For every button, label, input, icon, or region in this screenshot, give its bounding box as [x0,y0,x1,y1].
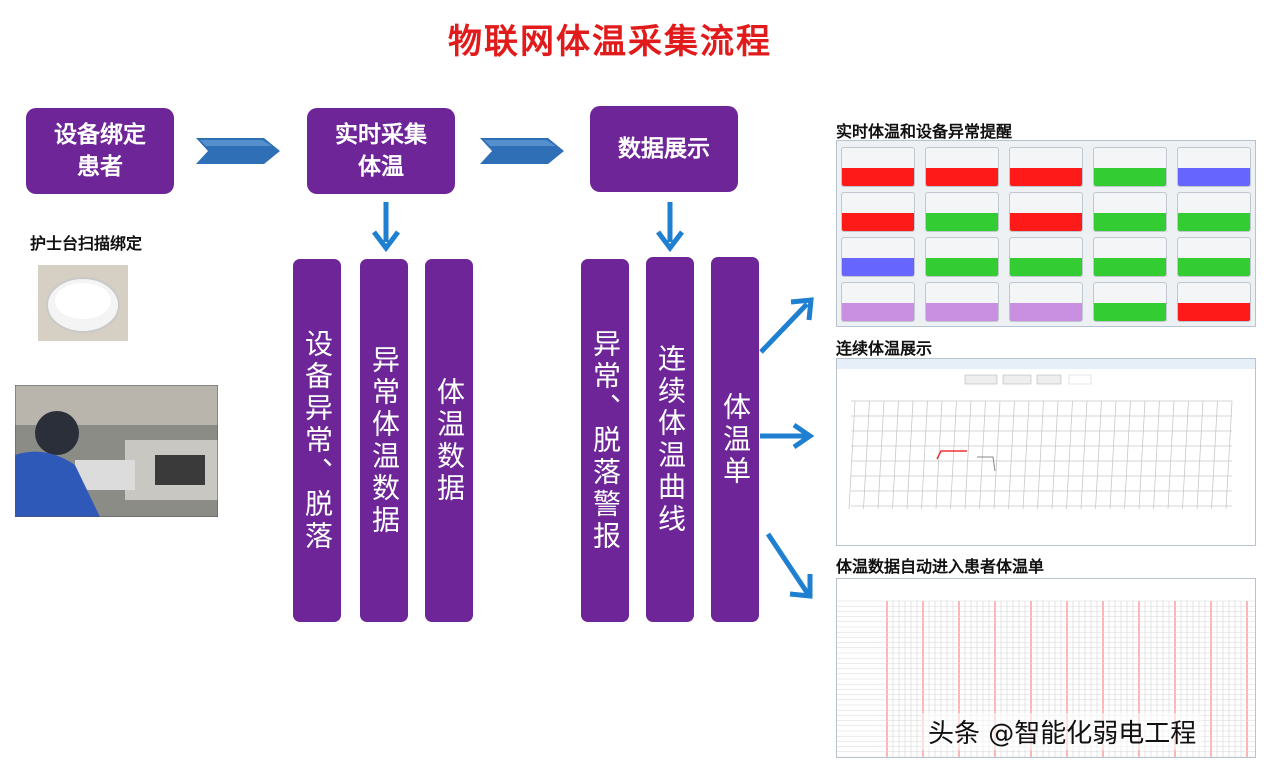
device-abnormal-column: 设备异常、脱落 [293,259,341,622]
temperature-grid-graphic [837,359,1255,510]
tile-status-bar [1178,303,1250,321]
patient-tile [841,282,915,322]
chevron-arrow-icon [196,138,280,164]
patient-tile [1177,192,1251,232]
tile-status-bar [926,258,998,276]
tile-status-bar [842,303,914,321]
down-arrow-icon [372,202,400,253]
nurse-scanning-image [15,385,218,517]
bind-patient-box: 设备绑定患者 [26,108,174,194]
patient-tile [1093,282,1167,322]
screen3-caption: 体温数据自动进入患者体温单 [836,557,1045,576]
patient-tile [1177,282,1251,322]
chevron-arrow-icon [480,138,564,164]
patient-tile [925,237,999,277]
temperature-curve-label: 连续体温曲线 [654,343,687,536]
tile-status-bar [1094,303,1166,321]
patient-tile [1177,147,1251,187]
patient-tile [925,147,999,187]
tile-status-bar [1178,168,1250,186]
patient-tile [1093,147,1167,187]
tile-status-bar [1178,258,1250,276]
data-display-label: 数据展示 [618,136,710,162]
tile-status-bar [1010,168,1082,186]
tile-status-bar [842,213,914,231]
patient-tile [1093,237,1167,277]
patient-tile [1009,237,1083,277]
page-title: 物联网体温采集流程 [448,22,772,62]
data-display-box: 数据展示 [590,106,738,192]
device-abnormal-label: 设备异常、脱落 [301,328,334,553]
temperature-data-column: 体温数据 [425,259,473,622]
patient-tile [925,282,999,322]
tile-status-bar [1094,168,1166,186]
patient-tile [1093,192,1167,232]
collect-temperature-label: 实时采集体温 [335,122,427,180]
patient-tile [925,192,999,232]
screen1-caption: 实时体温和设备异常提醒 [836,122,1013,141]
tile-status-bar [1094,258,1166,276]
temperature-chart-label: 体温单 [719,391,752,488]
sensor-device-image [38,265,128,341]
tile-status-bar [842,168,914,186]
tile-status-bar [1094,213,1166,231]
arrow-right-icon [760,422,814,450]
arrow-up-right-icon [759,297,814,354]
alarm-label: 异常、脱落警报 [589,328,622,553]
collect-temperature-box: 实时采集体温 [307,108,455,194]
tile-status-bar [1010,303,1082,321]
bind-patient-label: 设备绑定患者 [54,122,146,180]
abnormal-temperature-column: 异常体温数据 [360,259,408,622]
nurse-station-label: 护士台扫描绑定 [30,234,143,253]
screen2-caption: 连续体温展示 [836,339,933,358]
patient-tile [841,147,915,187]
tile-status-bar [1010,258,1082,276]
continuous-temperature-screen [836,358,1256,546]
arrow-down-right-icon [765,532,813,599]
patient-tile [1009,192,1083,232]
tile-status-bar [1010,213,1082,231]
temperature-data-label: 体温数据 [433,376,466,505]
patient-tile [1009,282,1083,322]
watermark-text: 头条 @智能化弱电工程 [922,713,1203,750]
tile-status-bar [926,168,998,186]
patient-tile [1009,147,1083,187]
temperature-chart-column: 体温单 [711,257,759,622]
realtime-alert-screen [836,140,1256,327]
tile-status-bar [926,303,998,321]
tile-status-bar [926,213,998,231]
alarm-column: 异常、脱落警报 [581,259,629,622]
temperature-curve-column: 连续体温曲线 [646,257,694,622]
patient-tile [841,237,915,277]
abnormal-temperature-label: 异常体温数据 [368,344,401,537]
patient-tile [1177,237,1251,277]
patient-tile [841,192,915,232]
down-arrow-icon [656,202,684,253]
tile-status-bar [842,258,914,276]
tile-status-bar [1178,213,1250,231]
